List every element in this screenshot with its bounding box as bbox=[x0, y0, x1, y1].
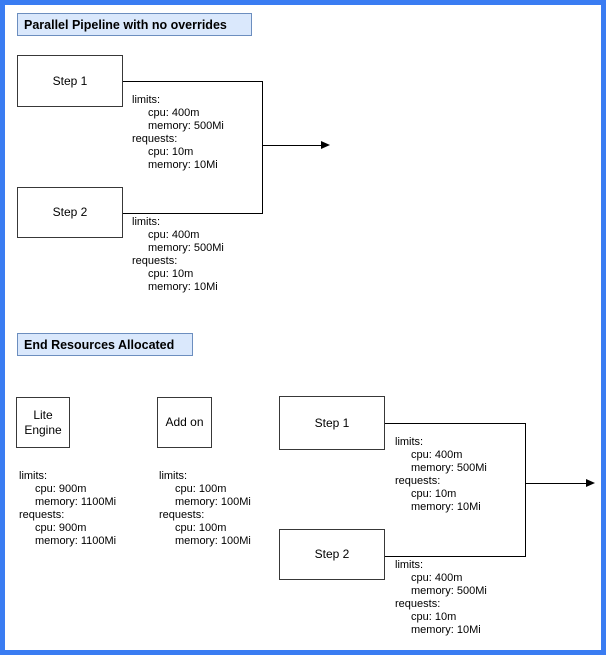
resource-line: limits: bbox=[132, 94, 161, 106]
section1-title: Parallel Pipeline with no overrides bbox=[17, 13, 252, 36]
step1-resources-section2: limits: cpu: 400m memory: 500Mi requests… bbox=[395, 436, 487, 514]
resource-line: cpu: 100m bbox=[175, 483, 227, 495]
lite-engine-resources: limits: cpu: 900m memory: 1100Mi request… bbox=[19, 470, 116, 548]
resource-line: limits: bbox=[132, 216, 161, 228]
step2-box-section1: Step 2 bbox=[17, 187, 123, 238]
resource-line: cpu: 100m bbox=[175, 522, 227, 534]
arrow-right-icon-section1 bbox=[321, 141, 330, 149]
merge-bracket-section2 bbox=[385, 423, 526, 557]
resource-line: memory: 1100Mi bbox=[35, 496, 117, 508]
resource-line: cpu: 400m bbox=[148, 229, 200, 241]
add-on-label: Add on bbox=[165, 415, 204, 429]
step1-label-section1: Step 1 bbox=[52, 73, 88, 88]
resource-line: cpu: 10m bbox=[148, 268, 194, 280]
resource-line: memory: 500Mi bbox=[411, 462, 487, 474]
step2-label-section2: Step 2 bbox=[314, 547, 350, 561]
section2-title: End Resources Allocated bbox=[17, 333, 193, 356]
step2-label-section1: Step 2 bbox=[52, 205, 88, 219]
resource-line: memory: 1100Mi bbox=[35, 535, 117, 547]
resource-line: memory: 100Mi bbox=[175, 535, 251, 547]
arrow-right-icon-section2 bbox=[586, 479, 595, 487]
resource-line: requests: bbox=[159, 509, 205, 521]
merge-bracket-section1 bbox=[123, 81, 263, 214]
flow-arrow-line-section2 bbox=[525, 483, 587, 484]
resource-line: cpu: 400m bbox=[148, 107, 200, 119]
step2-box-section2: Step 2 bbox=[279, 529, 385, 580]
resource-line: cpu: 10m bbox=[411, 611, 457, 623]
add-on-box: Add on bbox=[157, 397, 212, 448]
step2-resources-section1: limits: cpu: 400m memory: 500Mi requests… bbox=[132, 216, 224, 294]
resource-line: requests: bbox=[132, 255, 178, 267]
resource-line: limits: bbox=[395, 436, 424, 448]
resource-line: memory: 500Mi bbox=[148, 120, 224, 132]
resource-line: memory: 10Mi bbox=[411, 624, 481, 636]
resource-line: cpu: 10m bbox=[411, 488, 457, 500]
step1-box-section1: Step 1 bbox=[17, 55, 123, 107]
lite-engine-label-line2: Engine bbox=[24, 422, 62, 437]
lite-engine-box: Lite Engine bbox=[16, 397, 70, 448]
add-on-resources: limits: cpu: 100m memory: 100Mi requests… bbox=[159, 470, 251, 548]
resource-line: requests: bbox=[19, 509, 65, 521]
resource-line: cpu: 10m bbox=[148, 146, 194, 158]
resource-line: requests: bbox=[395, 598, 441, 610]
resource-line: memory: 10Mi bbox=[148, 159, 218, 171]
resource-line: limits: bbox=[395, 559, 424, 571]
resource-line: memory: 10Mi bbox=[411, 501, 481, 513]
step1-label-section2: Step 1 bbox=[314, 415, 350, 430]
flow-arrow-line-section1 bbox=[262, 145, 322, 146]
resource-line: memory: 100Mi bbox=[175, 496, 251, 508]
resource-line: requests: bbox=[132, 133, 178, 145]
resource-line: memory: 500Mi bbox=[148, 242, 224, 254]
resource-line: cpu: 400m bbox=[411, 572, 463, 584]
step1-box-section2: Step 1 bbox=[279, 396, 385, 450]
resource-line: memory: 10Mi bbox=[148, 281, 218, 293]
resource-line: memory: 500Mi bbox=[411, 585, 487, 597]
resource-line: cpu: 400m bbox=[411, 449, 463, 461]
lite-engine-label-line1: Lite bbox=[33, 407, 53, 422]
resource-line: limits: bbox=[159, 470, 188, 482]
resource-line: requests: bbox=[395, 475, 441, 487]
resource-line: limits: bbox=[19, 470, 48, 482]
step2-resources-section2: limits: cpu: 400m memory: 500Mi requests… bbox=[395, 559, 487, 637]
resource-line: cpu: 900m bbox=[35, 483, 87, 495]
step1-resources-section1: limits: cpu: 400m memory: 500Mi requests… bbox=[132, 94, 224, 172]
resource-line: cpu: 900m bbox=[35, 522, 87, 534]
